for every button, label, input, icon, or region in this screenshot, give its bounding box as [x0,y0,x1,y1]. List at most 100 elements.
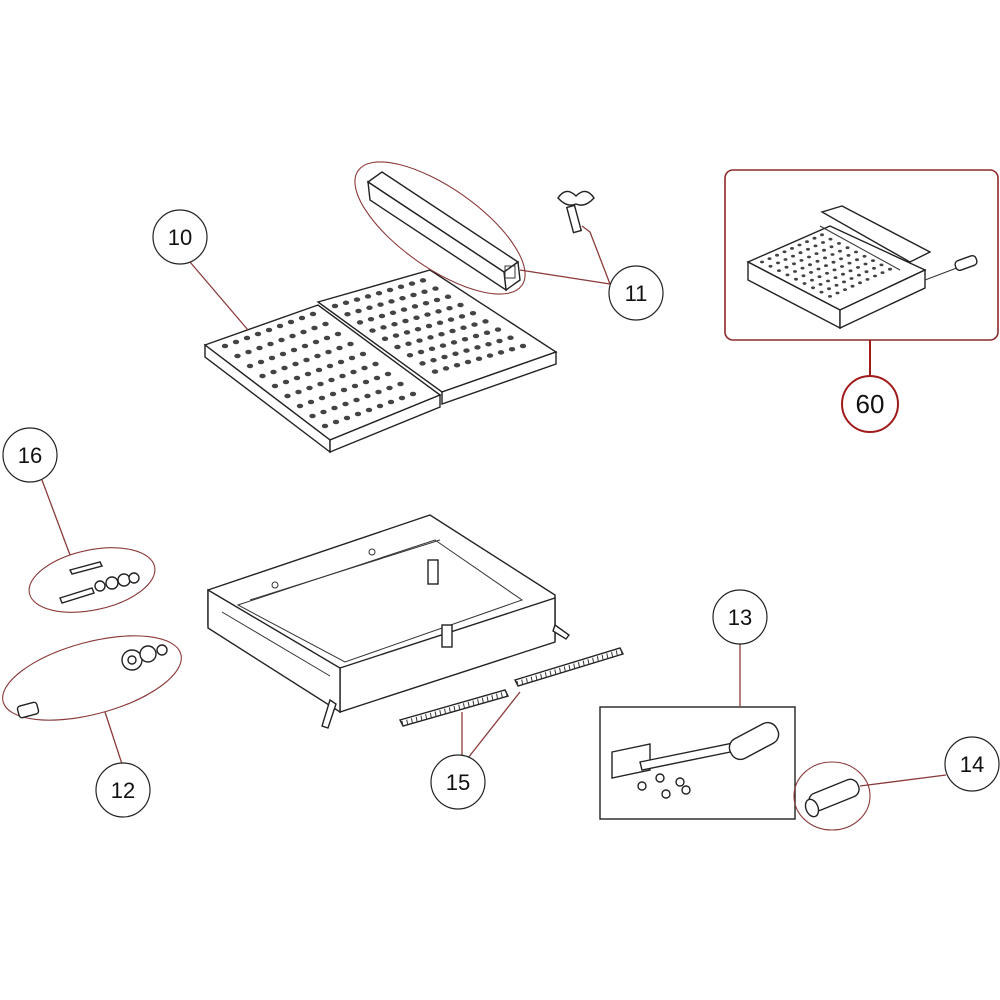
table-hole [246,363,254,369]
table-hole [257,359,265,365]
table-hole [486,353,494,358]
guide-rails [398,647,624,727]
rail-tooth [544,672,547,678]
table-hole [425,323,433,329]
rail-tooth [444,708,447,714]
table-hole [438,331,445,337]
table-hole [792,262,796,266]
table-hole [776,261,780,265]
table-hole [430,357,437,363]
table-hole [351,383,359,389]
table-hole [457,302,464,308]
callout-14-label: 14 [960,752,984,777]
table-hole [817,275,822,279]
table-hole [354,411,362,417]
table-hole [381,336,389,342]
table-hole [802,282,807,285]
rail-tooth [505,690,508,697]
callout-10-label: 10 [168,225,192,250]
table-hole [519,343,527,349]
table-hole [329,391,337,397]
rail-tooth [577,661,580,668]
table-hole [342,401,349,407]
table-hole [507,335,514,341]
table-hole [801,274,806,278]
table-hole [805,240,809,244]
table-hole [384,371,392,377]
table-hole [318,395,326,401]
rail-tooth [467,701,470,708]
table-hole [863,262,868,266]
table-hole [411,304,419,309]
table-hole [343,415,351,421]
table-hole [309,311,317,317]
rail-tooth [535,675,538,681]
table-hole [397,381,404,387]
table-hole [364,393,371,399]
callout-15-label: 15 [446,770,470,795]
rail-tooth [462,703,465,709]
table-hole [392,333,400,338]
table-hole [850,284,855,288]
table-hole [336,345,343,351]
callout-13: 13 [712,589,768,645]
table-hole [463,348,470,353]
table-hole [819,290,824,294]
table-hole [300,329,307,335]
table-hole [483,330,491,336]
table-hole [461,336,469,342]
rail-tooth [496,693,499,699]
rail-tooth [439,709,442,716]
table-hole [413,315,420,321]
table-hole [243,335,251,341]
table-hole [775,253,779,257]
table-hole [290,347,298,353]
rail-tooth [429,712,432,718]
table-hole [838,249,842,253]
table-hole [380,325,387,330]
rail-tooth [611,651,614,658]
table-hole [323,335,331,341]
table-hole [790,247,794,250]
rail-tooth [582,660,585,666]
table-hole [296,403,304,409]
rail-tooth [601,654,604,660]
callout-60: 60 [841,375,899,433]
table-hole [847,261,852,265]
table-hole [378,313,386,319]
table-hole [342,300,350,306]
table-hole [830,253,835,256]
table-hole [245,349,252,355]
table-hole [485,341,492,347]
table-hole [312,339,320,345]
table-hole [350,369,357,375]
table-hole [339,373,346,379]
rail-tooth [406,719,409,725]
table-hole [797,243,802,247]
table-hole [325,349,332,355]
table-hole [359,351,367,357]
table-hole [833,276,838,279]
table-hole [826,279,830,283]
table-hole [295,389,302,395]
table-hole [306,385,313,391]
table-hole [366,305,373,311]
table-hole [307,399,315,405]
table-hole [331,405,338,411]
rail-tooth [486,696,489,702]
rail-tooth [477,699,480,705]
table-hole [840,265,844,268]
table-hole [375,290,383,296]
table-hole [472,333,480,339]
table-hole [394,344,401,350]
rail-teeth [401,648,623,727]
callout-12-label: 12 [111,778,135,803]
table-hole [399,295,406,301]
table-hole [843,288,847,291]
table-hole [842,280,846,284]
table-hole [432,286,439,291]
rail-tooth [420,715,423,721]
table-hole [361,365,368,371]
table-hole [832,268,837,272]
table-hole [321,423,329,429]
